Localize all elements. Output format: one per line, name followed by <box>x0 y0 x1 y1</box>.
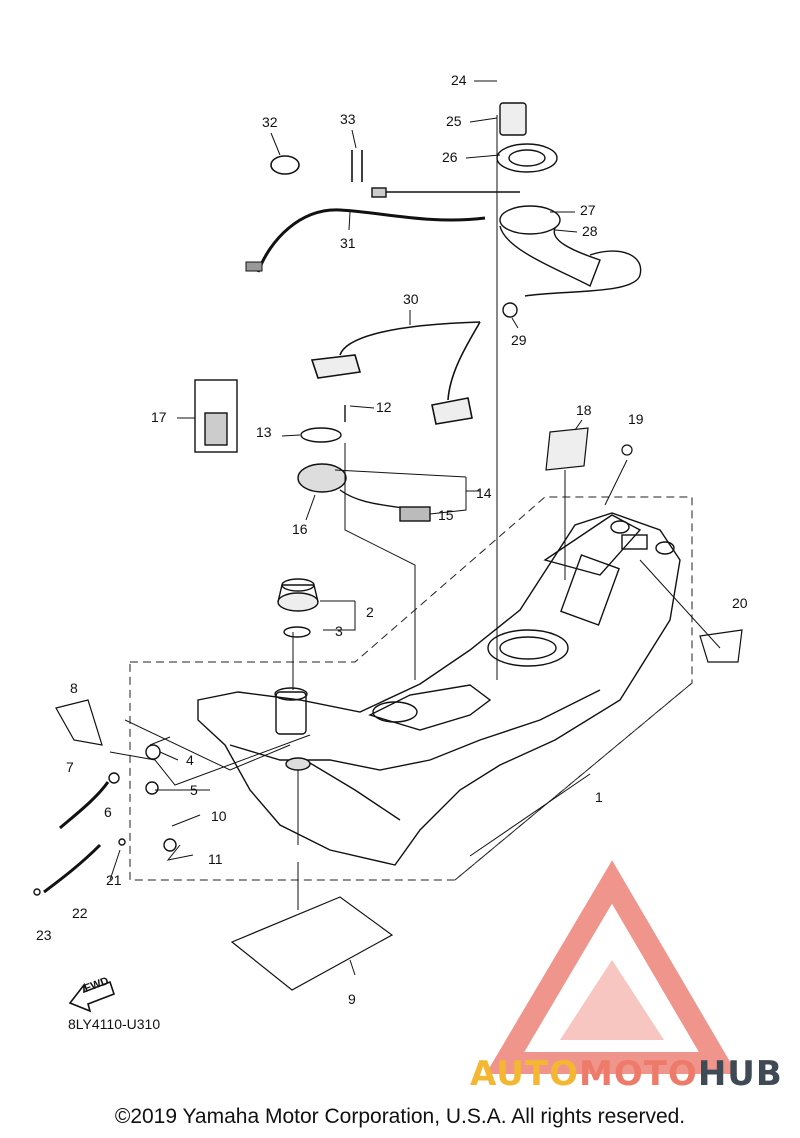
callout-14: 14 <box>476 485 492 501</box>
fuel-sender <box>297 405 431 522</box>
callout-10: 10 <box>211 808 227 824</box>
callout-4: 4 <box>186 752 194 768</box>
callout-23: 23 <box>36 927 52 943</box>
watermark-part-moto: MOTO <box>578 1054 698 1094</box>
callout-3: 3 <box>335 623 343 639</box>
callout-2: 2 <box>366 604 374 620</box>
callout-9: 9 <box>348 991 356 1007</box>
callout-8: 8 <box>70 680 78 696</box>
callout-20: 20 <box>732 595 748 611</box>
breather-hose <box>310 321 481 425</box>
callout-15: 15 <box>438 507 454 523</box>
callout-ticks <box>177 80 583 521</box>
fwd-arrow-icon <box>68 980 116 1013</box>
diagram-code: 8LY4110-U310 <box>68 1016 161 1032</box>
assembly-outline <box>129 496 693 881</box>
copyright-notice: ©2019 Yamaha Motor Corporation, U.S.A. A… <box>114 1105 686 1128</box>
callout-33: 33 <box>340 111 356 127</box>
sensor <box>194 379 238 453</box>
harness <box>245 208 486 273</box>
callout-7: 7 <box>66 759 74 775</box>
fuel-tank <box>197 512 681 866</box>
callout-30: 30 <box>403 291 419 307</box>
callout-25: 25 <box>446 113 462 129</box>
callout-27: 27 <box>580 202 596 218</box>
callout-31: 31 <box>340 235 356 251</box>
watermark-logo-icon <box>485 860 738 1074</box>
callout-26: 26 <box>442 149 458 165</box>
callout-18: 18 <box>576 402 592 418</box>
callout-28: 28 <box>582 223 598 239</box>
callout-17: 17 <box>151 409 167 425</box>
callout-5: 5 <box>190 782 198 798</box>
watermark-part-auto: AUTO <box>470 1054 579 1094</box>
callout-19: 19 <box>628 411 644 427</box>
callout-24: 24 <box>451 72 467 88</box>
watermark-part-hub: HUB <box>697 1054 783 1094</box>
watermark-text: AUTOMOTOHUB <box>470 1054 783 1094</box>
callout-32: 32 <box>262 114 278 130</box>
hoses <box>33 744 177 896</box>
callout-6: 6 <box>104 804 112 820</box>
callout-29: 29 <box>511 332 527 348</box>
callout-labels: 1 2 3 4 5 6 7 8 9 10 11 12 13 14 15 16 1… <box>36 72 748 1007</box>
callout-11: 11 <box>208 851 223 867</box>
callout-12: 12 <box>376 399 392 415</box>
fuel-pump <box>371 102 642 318</box>
callout-1: 1 <box>595 789 603 805</box>
misc-parts <box>55 427 743 746</box>
callout-13: 13 <box>256 424 272 440</box>
clip <box>270 150 363 182</box>
leader-lines <box>109 115 721 976</box>
mat <box>230 896 394 991</box>
fuel-cap <box>277 578 319 638</box>
callout-16: 16 <box>292 521 308 537</box>
callout-21: 21 <box>106 872 122 888</box>
callout-22: 22 <box>72 905 88 921</box>
